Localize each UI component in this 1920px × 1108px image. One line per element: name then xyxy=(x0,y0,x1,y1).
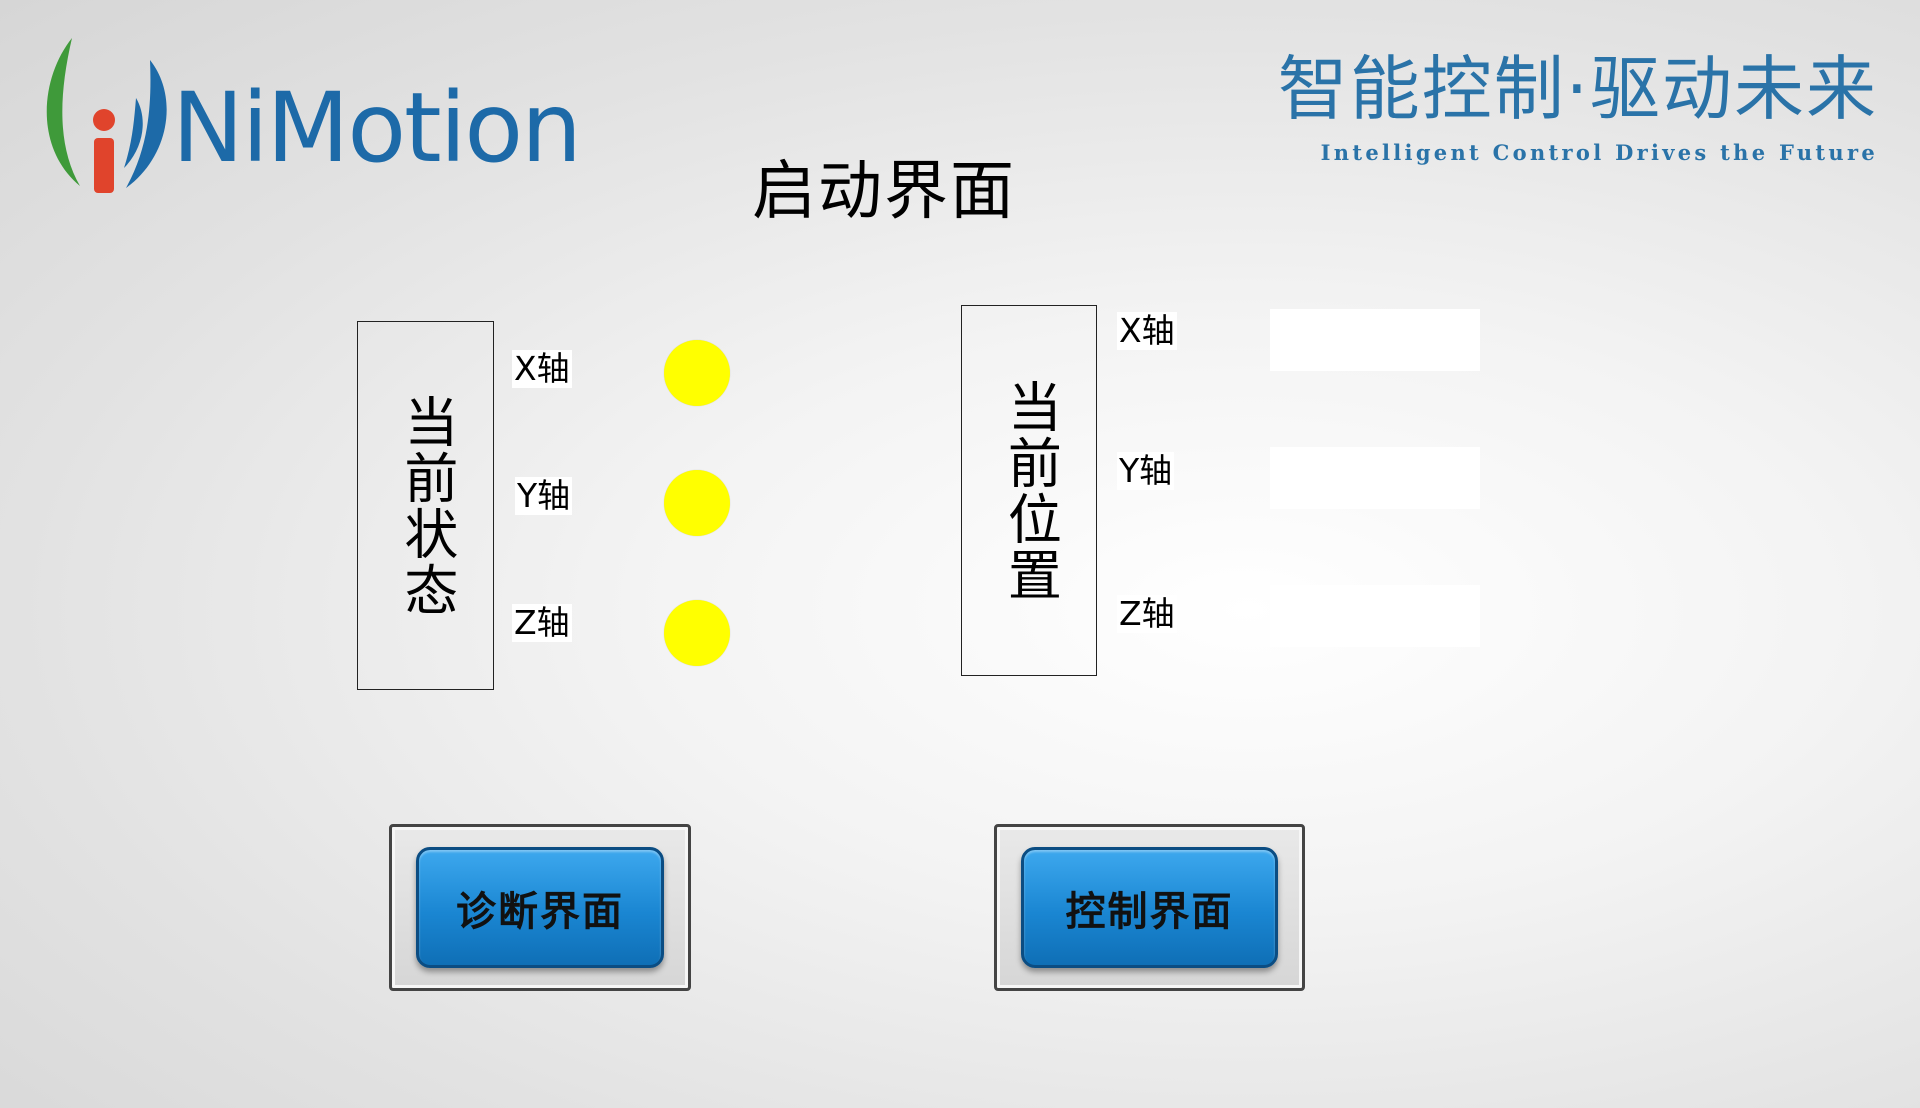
position-x-axis-label: X轴 xyxy=(1117,311,1177,350)
nimotion-logo: NiMotion xyxy=(40,38,582,198)
status-y-axis-label: Y轴 xyxy=(515,476,573,515)
status-z-axis-label: Z轴 xyxy=(512,603,572,642)
position-panel-label-box: 当前位置 xyxy=(961,305,1097,676)
status-z-indicator xyxy=(664,600,730,666)
position-y-field[interactable] xyxy=(1270,447,1480,509)
logo-mark-icon xyxy=(46,38,167,193)
status-panel-label: 当前状态 xyxy=(394,393,458,618)
position-y-axis-label: Y轴 xyxy=(1117,451,1175,490)
diagnostics-button[interactable]: 诊断界面 xyxy=(416,847,664,968)
position-x-field[interactable] xyxy=(1270,309,1480,371)
position-z-field[interactable] xyxy=(1270,585,1480,647)
logo-wordmark: NiMotion xyxy=(172,72,582,184)
slogan-english: Intelligent Control Drives the Future xyxy=(1320,140,1878,165)
control-button[interactable]: 控制界面 xyxy=(1021,847,1278,968)
status-x-indicator xyxy=(664,340,730,406)
page-title: 启动界面 xyxy=(752,155,1016,229)
status-x-axis-label: X轴 xyxy=(512,349,572,388)
status-y-indicator xyxy=(664,470,730,536)
diagnostics-button-frame: 诊断界面 xyxy=(389,824,691,991)
position-panel-label: 当前位置 xyxy=(998,378,1062,603)
position-z-axis-label: Z轴 xyxy=(1117,594,1177,633)
status-panel-label-box: 当前状态 xyxy=(357,321,494,690)
slogan-chinese: 智能控制·驱动未来 xyxy=(1277,48,1878,130)
control-button-frame: 控制界面 xyxy=(994,824,1305,991)
